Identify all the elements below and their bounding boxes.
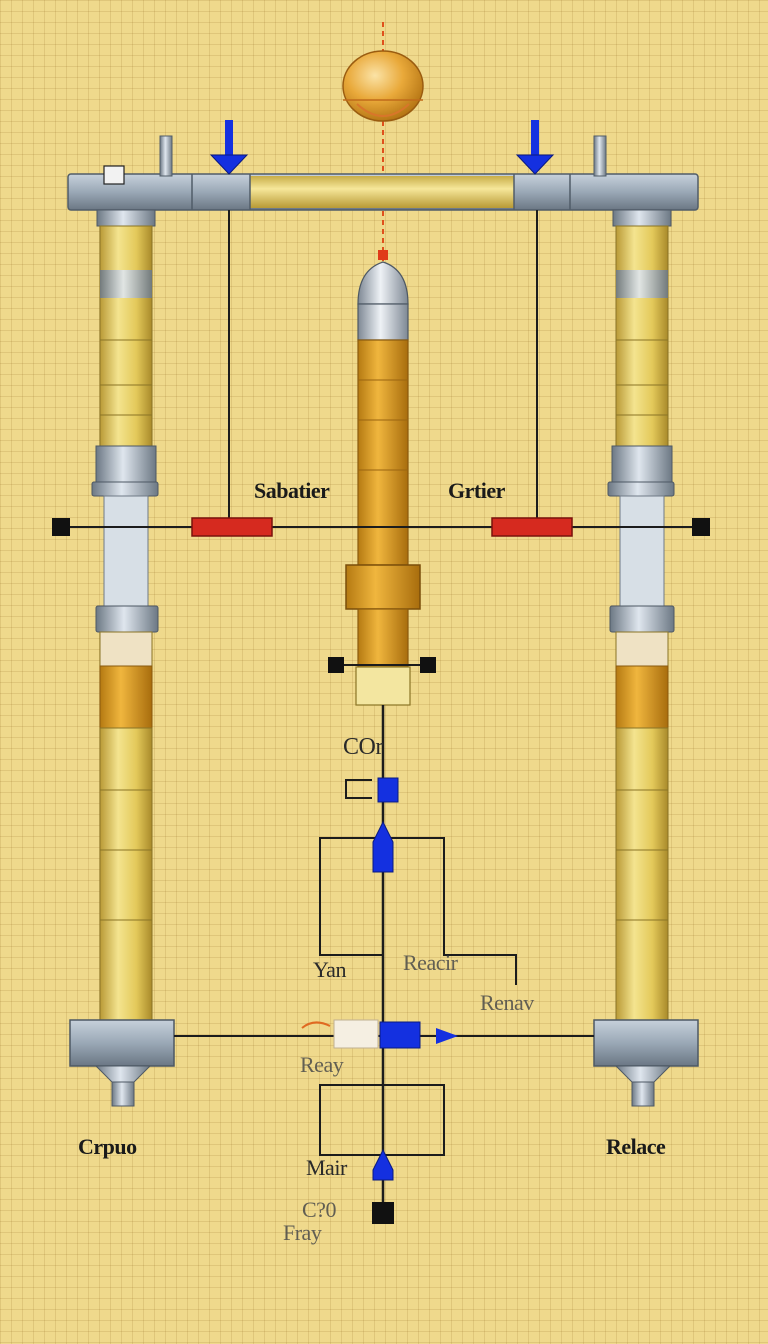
blue-mixer-block <box>379 1021 421 1049</box>
label-grtier: Grtier <box>448 478 505 503</box>
label-co-top: COr <box>343 734 383 760</box>
up-arrow-icon <box>372 820 394 873</box>
top-header-pipe <box>67 135 699 211</box>
label-reay: Reay <box>300 1052 344 1077</box>
terminal-nodes <box>52 518 710 1224</box>
up-arrow-icon <box>372 1148 394 1181</box>
right-column <box>593 209 699 1107</box>
label-yan: Yan <box>313 957 346 982</box>
label-renav: Renav <box>480 990 534 1015</box>
label-co-bottom: C?0 <box>302 1197 336 1222</box>
down-arrow-icon <box>209 120 249 175</box>
central-reactor <box>345 261 421 706</box>
left-column <box>69 209 175 1107</box>
label-sabatier: Sabatier <box>254 478 330 503</box>
right-valve <box>491 517 573 537</box>
label-relace: Relace <box>606 1134 666 1159</box>
white-inlet-block <box>333 1019 379 1049</box>
left-valve <box>191 517 273 537</box>
bracket-symbol <box>345 779 372 799</box>
top-sphere-vessel <box>342 22 424 265</box>
label-reacir: Reacir <box>403 950 458 975</box>
label-mair: Mair <box>306 1155 347 1180</box>
down-arrow-icon <box>515 120 555 175</box>
orange-flow-stub <box>301 1021 331 1029</box>
label-crpuo: Crpuo <box>78 1134 137 1159</box>
right-arrow-icon <box>436 1028 458 1044</box>
blue-sensor-node <box>377 777 399 803</box>
label-fray: Fray <box>283 1220 322 1245</box>
